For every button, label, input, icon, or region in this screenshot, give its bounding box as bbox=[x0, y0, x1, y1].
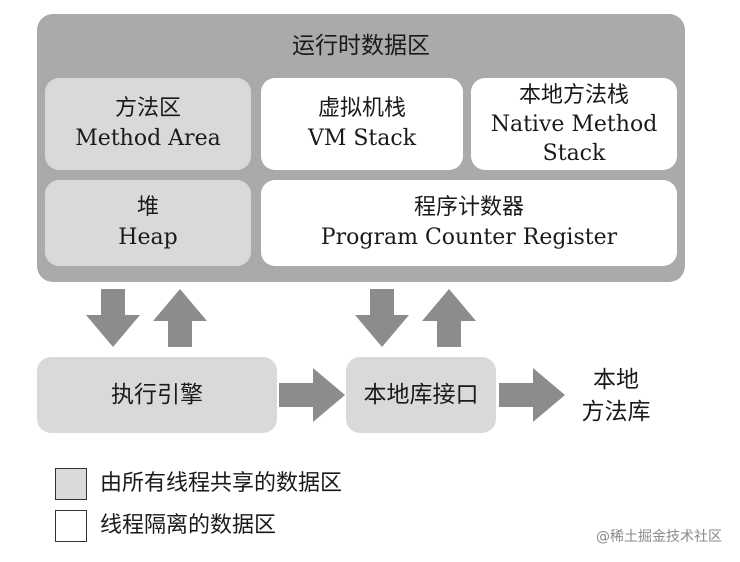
native-method-stack-en-line2: Stack bbox=[542, 140, 606, 166]
method-area-box: 方法区 Method Area bbox=[45, 78, 251, 170]
method-area-en: Method Area bbox=[75, 126, 221, 151]
native-library-line1: 本地 bbox=[593, 367, 639, 393]
vm-stack-en: VM Stack bbox=[307, 126, 417, 151]
right-arrow-engine-to-interface bbox=[279, 368, 345, 422]
heap-box: 堆 Heap bbox=[45, 180, 251, 266]
legend-shared-swatch bbox=[55, 468, 87, 500]
vm-stack-box: 虚拟机栈 VM Stack bbox=[261, 78, 463, 170]
heap-en: Heap bbox=[118, 225, 178, 250]
watermark: @稀土掘金技术社区 bbox=[596, 529, 722, 545]
vm-stack-zh: 虚拟机栈 bbox=[317, 96, 406, 121]
down-arrow-right bbox=[355, 289, 409, 347]
native-method-stack-zh: 本地方法栈 bbox=[518, 82, 629, 108]
up-arrow-left bbox=[153, 289, 207, 347]
method-area-zh: 方法区 bbox=[114, 96, 181, 121]
heap-zh: 堆 bbox=[136, 195, 159, 220]
native-method-stack-en-line1: Native Method bbox=[490, 111, 658, 137]
pc-register-zh: 程序计数器 bbox=[413, 195, 524, 220]
execution-engine-label: 执行引擎 bbox=[111, 382, 203, 408]
right-arrow-interface-to-library bbox=[499, 368, 565, 422]
execution-engine-box: 执行引擎 bbox=[37, 357, 277, 433]
native-library-label: 本地 方法库 bbox=[566, 364, 666, 428]
runtime-data-area: 运行时数据区 方法区 Method Area 虚拟机栈 VM Stack 本地方… bbox=[37, 14, 685, 282]
down-arrow-left bbox=[86, 289, 140, 347]
pc-register-box: 程序计数器 Program Counter Register bbox=[261, 180, 677, 266]
native-library-line2: 方法库 bbox=[581, 399, 651, 425]
native-method-stack-box: 本地方法栈 Native Method Stack bbox=[471, 78, 677, 170]
runtime-data-area-title: 运行时数据区 bbox=[292, 33, 430, 59]
native-interface-box: 本地库接口 bbox=[346, 357, 496, 433]
legend-isolated-swatch bbox=[55, 510, 87, 542]
legend-isolated-label: 线程隔离的数据区 bbox=[100, 513, 277, 538]
up-arrow-right bbox=[422, 289, 476, 347]
pc-register-en: Program Counter Register bbox=[320, 225, 618, 250]
legend-shared-label: 由所有线程共享的数据区 bbox=[100, 471, 343, 496]
native-interface-label: 本地库接口 bbox=[363, 382, 479, 408]
